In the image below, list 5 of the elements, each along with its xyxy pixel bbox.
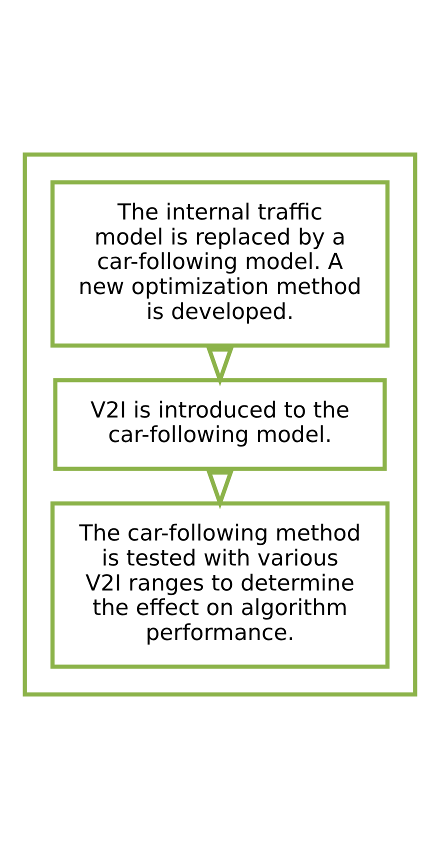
node-box: The internal traffic model is replaced by a car-following model. A new optimization method is developed. xyxy=(50,180,390,348)
arrow xyxy=(206,347,234,386)
node-box: V2I is introduced to the car-following model. xyxy=(53,378,387,470)
cluster xyxy=(22,152,418,696)
node-box: The car-following method is tested with various V2I ranges to determine the effect on algorithm performance. xyxy=(50,500,390,668)
